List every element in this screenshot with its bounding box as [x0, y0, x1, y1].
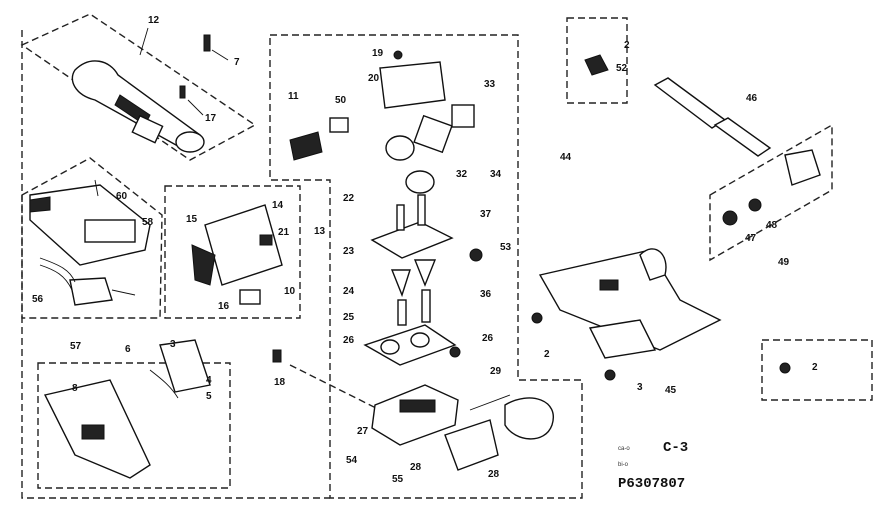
burner-tube-part: [71, 60, 205, 153]
callout-16: 16: [218, 301, 230, 312]
callout-2-right: 2: [812, 362, 818, 373]
callout-27: 27: [357, 426, 369, 437]
box-assembly-2: [761, 339, 873, 401]
callout-7: 7: [234, 57, 240, 68]
callout-28-right: 28: [488, 469, 500, 480]
callout-15: 15: [186, 214, 198, 225]
callout-25: 25: [343, 312, 355, 323]
callout-54: 54: [346, 455, 358, 466]
callout-32: 32: [456, 169, 468, 180]
callout-29: 29: [490, 366, 502, 377]
callout-2-mid: 2: [544, 349, 550, 360]
callout-58: 58: [142, 217, 154, 228]
callout-5: 5: [206, 391, 212, 402]
callout-57: 57: [70, 341, 82, 352]
note-top: ca-o: [618, 446, 630, 452]
screw-18-part: [272, 349, 282, 363]
callout-60: 60: [116, 191, 128, 202]
right-side-parts: [531, 54, 821, 381]
callout-45: 45: [665, 385, 677, 396]
box-assembly-57: [21, 157, 163, 319]
callout-17: 17: [205, 113, 217, 124]
box-assembly-13: [164, 185, 301, 319]
box-assembly-8: [37, 362, 231, 489]
part-number: P6307807: [618, 476, 686, 492]
callout-19: 19: [372, 48, 384, 59]
screw-17-part: [179, 85, 204, 116]
callout-14: 14: [272, 200, 284, 211]
callout-26-right: 26: [482, 333, 494, 344]
screw-7-part: [203, 34, 229, 61]
callout-3-right: 3: [637, 382, 643, 393]
callout-46: 46: [746, 93, 758, 104]
valve-column-parts: [289, 50, 554, 471]
box-assembly-49: [709, 123, 833, 262]
callout-13: 13: [314, 226, 326, 237]
burner-base-8-part: [43, 339, 211, 479]
callout-11: 11: [288, 91, 299, 102]
outer-left-frame: [21, 30, 330, 499]
diagram-code: C-3: [663, 440, 689, 456]
callout-12: 12: [148, 15, 160, 26]
callout-23: 23: [343, 246, 355, 257]
callout-10: 10: [284, 286, 296, 297]
callout-6: 6: [125, 344, 131, 355]
callout-36: 36: [480, 289, 492, 300]
valve-bracket-58-part: [29, 184, 151, 266]
callout-4: 4: [206, 375, 212, 386]
callout-48: 48: [766, 220, 778, 231]
callout-47: 47: [745, 233, 757, 244]
callout-22: 22: [343, 193, 355, 204]
callout-26-left: 26: [343, 335, 355, 346]
thermocouple-bracket-part: [191, 204, 283, 305]
callout-18: 18: [274, 377, 286, 388]
box-assembly-52: [566, 17, 628, 104]
box-assembly-44: [269, 34, 583, 499]
note-bottom: bi-o: [618, 462, 629, 468]
callout-3: 3: [170, 339, 176, 350]
callout-21: 21: [278, 227, 290, 238]
callout-52: 52: [616, 63, 628, 74]
callout-56: 56: [32, 294, 44, 305]
callout-55: 55: [392, 474, 404, 485]
box-assembly-12: [20, 13, 257, 161]
callout-33: 33: [484, 79, 496, 90]
callout-49: 49: [778, 257, 790, 268]
callout-20: 20: [368, 73, 380, 84]
callout-44: 44: [560, 152, 572, 163]
callout-34: 34: [490, 169, 502, 180]
callout-28-mid: 28: [410, 462, 422, 473]
callout-50: 50: [335, 95, 347, 106]
callout-53: 53: [500, 242, 512, 253]
callout-24: 24: [343, 286, 355, 297]
callout-8: 8: [72, 383, 78, 394]
callout-37: 37: [480, 209, 492, 220]
pilot-assembly-56-part: [39, 257, 136, 306]
callout-2-top: 2: [624, 40, 630, 51]
